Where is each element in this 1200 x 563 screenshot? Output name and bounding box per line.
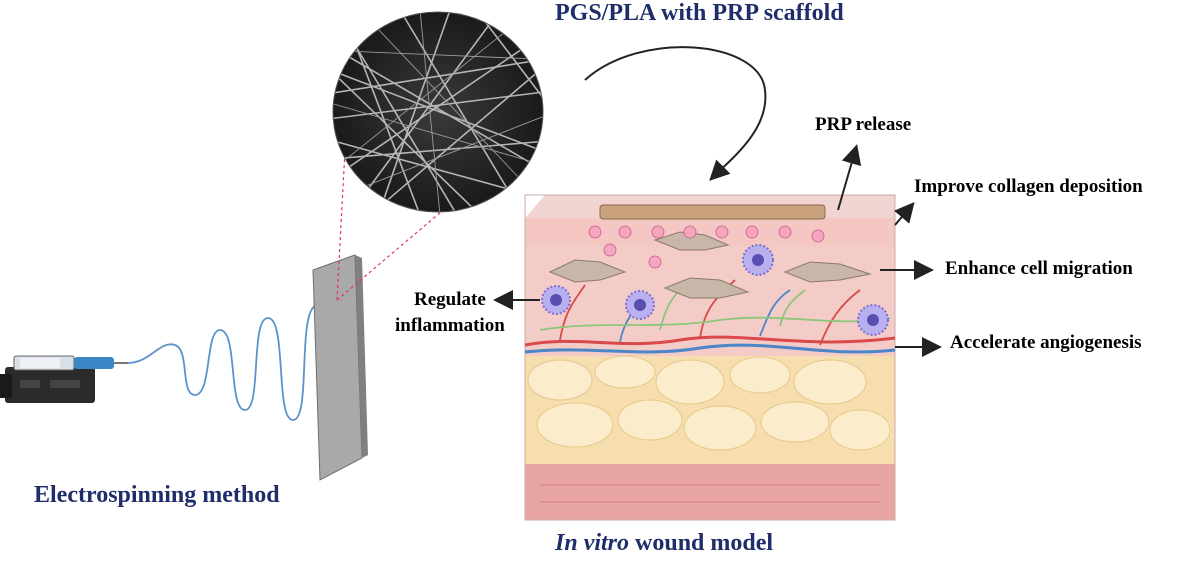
immune-cells <box>541 244 889 336</box>
model-label-rest: wound model <box>629 530 774 556</box>
fibroblast-cell <box>663 277 750 299</box>
inflammation-label-line2: inflammation <box>395 315 505 336</box>
arrow-prp-release <box>837 144 862 211</box>
fibroblast-cell <box>548 259 627 283</box>
collagen-label: Improve collagen deposition <box>914 176 1143 197</box>
scaffold-arrow <box>584 46 767 181</box>
fibroblast-cell <box>783 261 872 283</box>
inflammation-label-line1: Regulate <box>414 289 486 310</box>
collector-plate <box>312 254 368 481</box>
fiber-jet <box>127 304 341 421</box>
fibroblast-cell <box>653 231 730 251</box>
arrow-collagen <box>894 201 915 226</box>
scaffold-patch <box>599 204 826 220</box>
migration-label: Enhance cell migration <box>945 258 1133 279</box>
angiogenesis-label: Accelerate angiogenesis <box>950 332 1142 353</box>
blood-vessel-blue <box>524 343 896 354</box>
model-label: In vitro wound model <box>555 530 773 557</box>
prp-particles <box>588 225 825 269</box>
method-label: Electrospinning method <box>34 482 280 508</box>
prp-release-label: PRP release <box>815 114 912 135</box>
outcome-arrows <box>493 144 942 357</box>
sem-image <box>332 11 544 213</box>
inflammation-label: Regulate inflammation <box>395 287 505 339</box>
syringe-pump-icon <box>0 355 128 403</box>
wound-model <box>524 194 896 521</box>
scaffold-title: PGS/PLA with PRP scaffold <box>555 0 844 26</box>
model-label-italic: In vitro <box>555 530 630 556</box>
